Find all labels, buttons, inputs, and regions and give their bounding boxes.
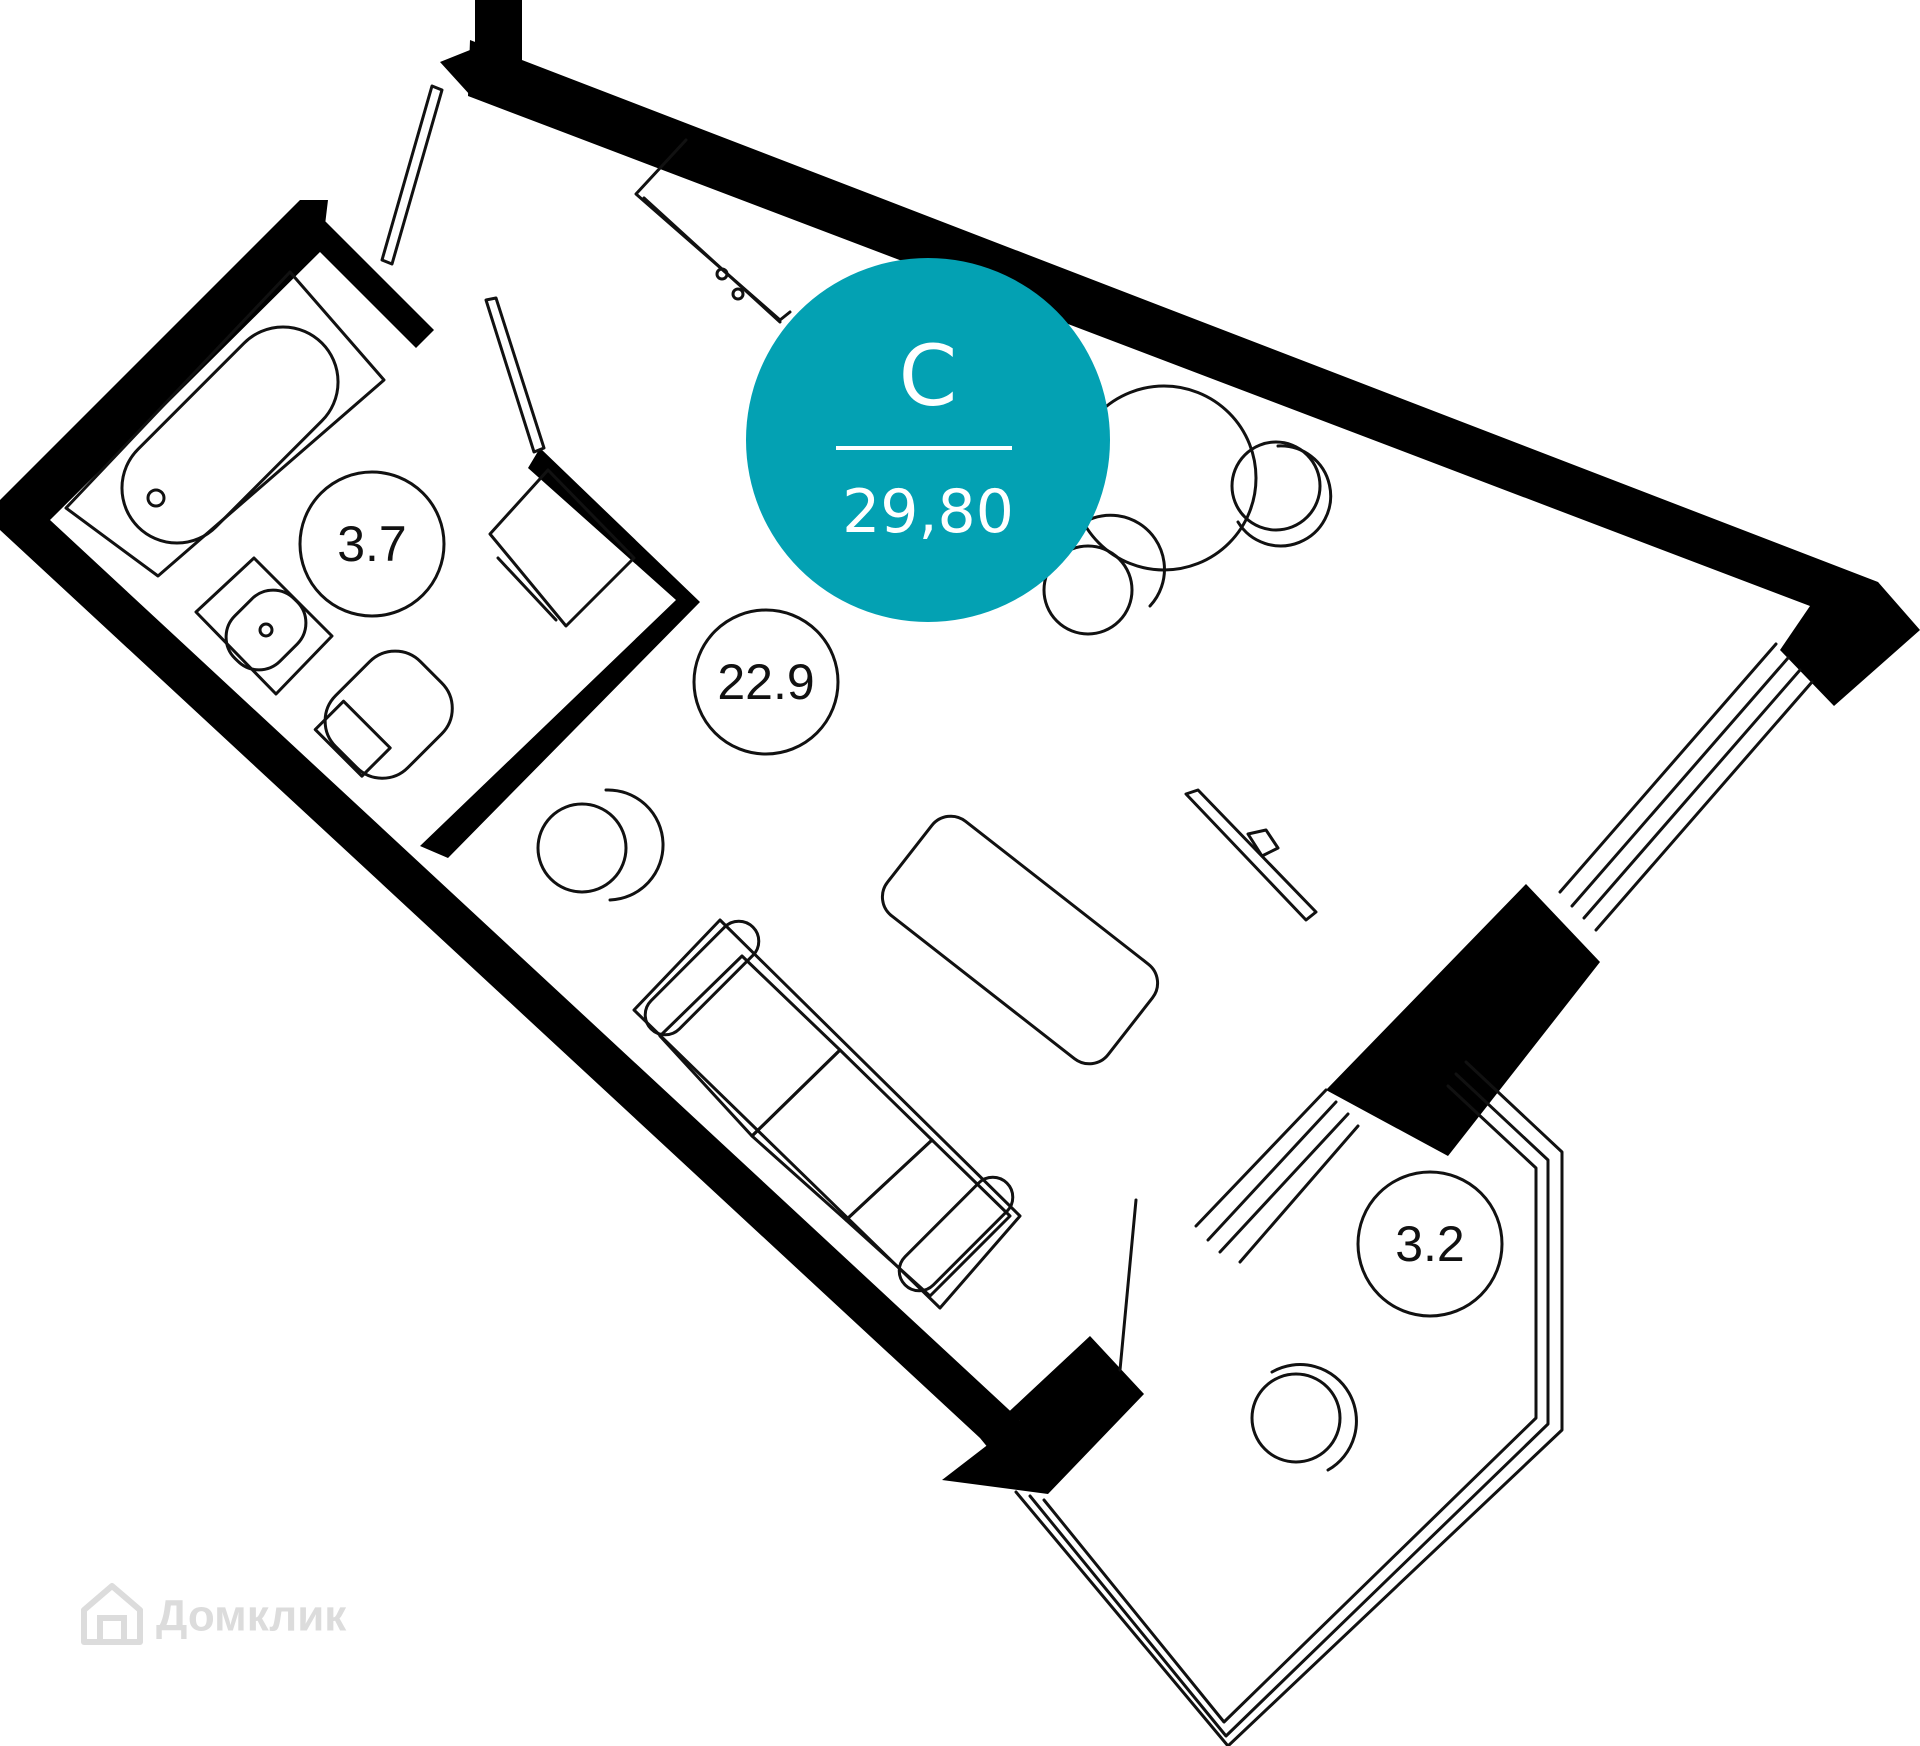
room-label-balcony: 3.2: [1356, 1170, 1504, 1318]
coffee-table: [880, 814, 1160, 1066]
bathroom-outer-wall: [0, 200, 328, 538]
apartment-badge: С 29,80: [746, 258, 1110, 622]
window-upper-right: [1558, 642, 1814, 932]
room-area-bathroom: 3.7: [337, 516, 407, 572]
watermark-text: Домклик: [156, 1592, 347, 1641]
watermark: Домклик: [81, 1583, 347, 1645]
room-area-living: 22.9: [717, 654, 814, 710]
balcony-door-line: [1118, 1198, 1138, 1372]
washbasin: [194, 556, 334, 696]
bathroom-top-wall: [300, 200, 434, 348]
bathroom-fixtures: [64, 270, 454, 780]
walls: [0, 0, 1920, 1494]
room-label-bathroom: 3.7: [298, 470, 446, 618]
chair-3: [536, 788, 665, 902]
badge-letter: С: [899, 327, 958, 425]
window-pillar-right: [1326, 884, 1600, 1156]
bathroom-partition-wall: [420, 448, 700, 858]
balcony-outline: [1014, 1060, 1564, 1746]
tv-unit: [1184, 788, 1318, 922]
hall-cabinet: [488, 468, 636, 628]
sofa: [632, 918, 1022, 1310]
toilet: [313, 649, 454, 780]
room-label-living: 22.9: [692, 608, 840, 756]
window-lower-right: [1194, 1088, 1360, 1264]
bottom-pillar: [942, 1336, 1144, 1494]
doors: [380, 84, 1138, 1372]
bathtub: [64, 270, 386, 578]
windows: [1194, 642, 1814, 1264]
badge-total-area: 29,80: [842, 477, 1014, 547]
chair-4: [1250, 1363, 1358, 1472]
living-furniture: [536, 138, 1358, 1472]
entry-door-leaf: [380, 84, 444, 266]
bathroom-door-leaf: [484, 296, 546, 454]
house-logo-icon: [81, 1583, 143, 1645]
badge-circle: [746, 258, 1110, 622]
exterior-wall-left: [0, 500, 1020, 1460]
chair-1: [1230, 440, 1333, 548]
exterior-wall-top: [468, 40, 1900, 638]
corner-pillar-right: [1780, 582, 1920, 706]
room-area-balcony: 3.2: [1395, 1216, 1465, 1272]
